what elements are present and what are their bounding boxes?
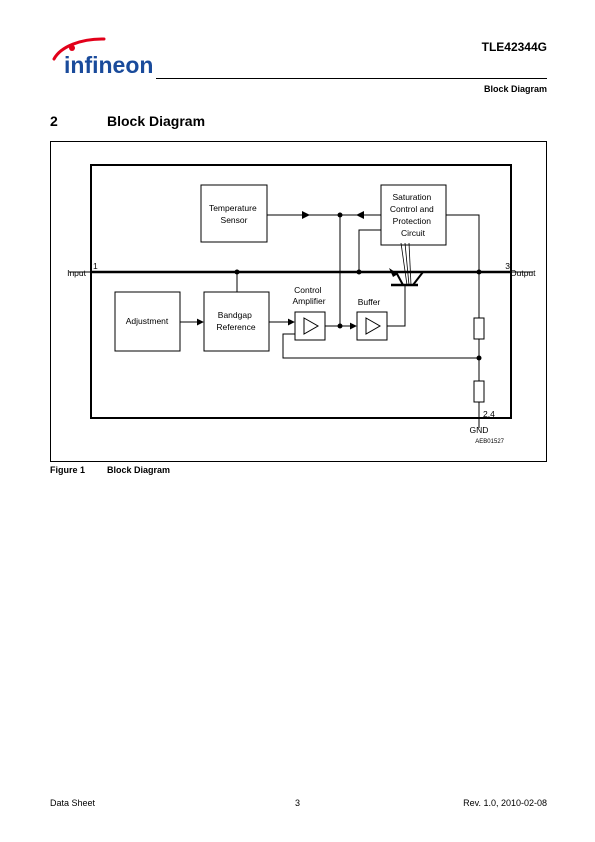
transistor-control-line — [408, 242, 412, 286]
gnd-label: GND — [470, 425, 489, 435]
header-section-label: Block Diagram — [483, 84, 547, 94]
logo-text: infineon — [64, 52, 153, 78]
section-title: Block Diagram — [107, 113, 206, 129]
bandgap-reference-block — [203, 291, 270, 352]
resistor-bottom — [473, 380, 485, 403]
junction-dot — [234, 269, 240, 275]
transistor-control-line — [404, 242, 410, 286]
part-number: TLE42344G — [481, 40, 547, 54]
buffer-label: Buffer — [358, 297, 381, 307]
block-diagram: Temperature Sensor Saturation Control an… — [67, 164, 536, 445]
saturation-sense-wire — [358, 229, 381, 272]
saturation-control-label: Saturation Control and Protection Circui… — [390, 192, 436, 238]
figure-number: Figure 1 — [50, 465, 86, 475]
transistor-collector — [412, 271, 424, 286]
header-divider — [156, 78, 547, 79]
footer-revision: Rev. 1.0, 2010-02-08 — [463, 798, 547, 808]
logo-dot-icon — [69, 45, 75, 51]
input-label: Input — [67, 268, 87, 278]
footer-page-number: 3 — [294, 798, 300, 808]
buffer-to-base-wire — [387, 285, 406, 327]
infineon-logo: infineon — [52, 37, 153, 78]
feedback-wire — [282, 333, 479, 359]
section-number: 2 — [50, 113, 58, 129]
junction-dot — [356, 269, 362, 275]
figure-frame: Temperature Sensor Saturation Control an… — [50, 141, 547, 462]
transistor-control-line — [400, 242, 408, 286]
footer-doc-type: Data Sheet — [50, 798, 96, 808]
output-sense-wire — [446, 214, 480, 272]
buffer-block — [356, 311, 388, 341]
buffer-triangle-icon — [365, 317, 382, 335]
temperature-sensor-label: Temperature Sensor — [209, 203, 259, 225]
control-amplifier-label: Control Amplifier — [292, 285, 325, 306]
figure-title: Block Diagram — [107, 465, 171, 475]
saturation-control-block — [380, 184, 447, 246]
gnd-pin-number: 2,4 — [483, 409, 495, 419]
bandgap-reference-label: Bandgap Reference — [216, 310, 255, 332]
saturation-arrow-icon — [356, 211, 364, 219]
adjustment-block — [114, 291, 181, 352]
logo-swoosh-icon — [52, 37, 106, 61]
temperature-sensor-block — [200, 184, 268, 243]
ic-outline — [90, 164, 512, 419]
temp-arrow-icon — [302, 211, 310, 219]
output-label: Output — [510, 268, 536, 278]
adjustment-label: Adjustment — [126, 316, 169, 326]
transistor-arrow-icon — [389, 268, 398, 277]
control-amplifier-triangle-icon — [303, 317, 320, 335]
output-pin-number: 3 — [505, 261, 510, 271]
input-pin-number: 1 — [93, 261, 98, 271]
drawing-id: AEB01527 — [475, 439, 504, 445]
resistor-top — [473, 317, 485, 340]
